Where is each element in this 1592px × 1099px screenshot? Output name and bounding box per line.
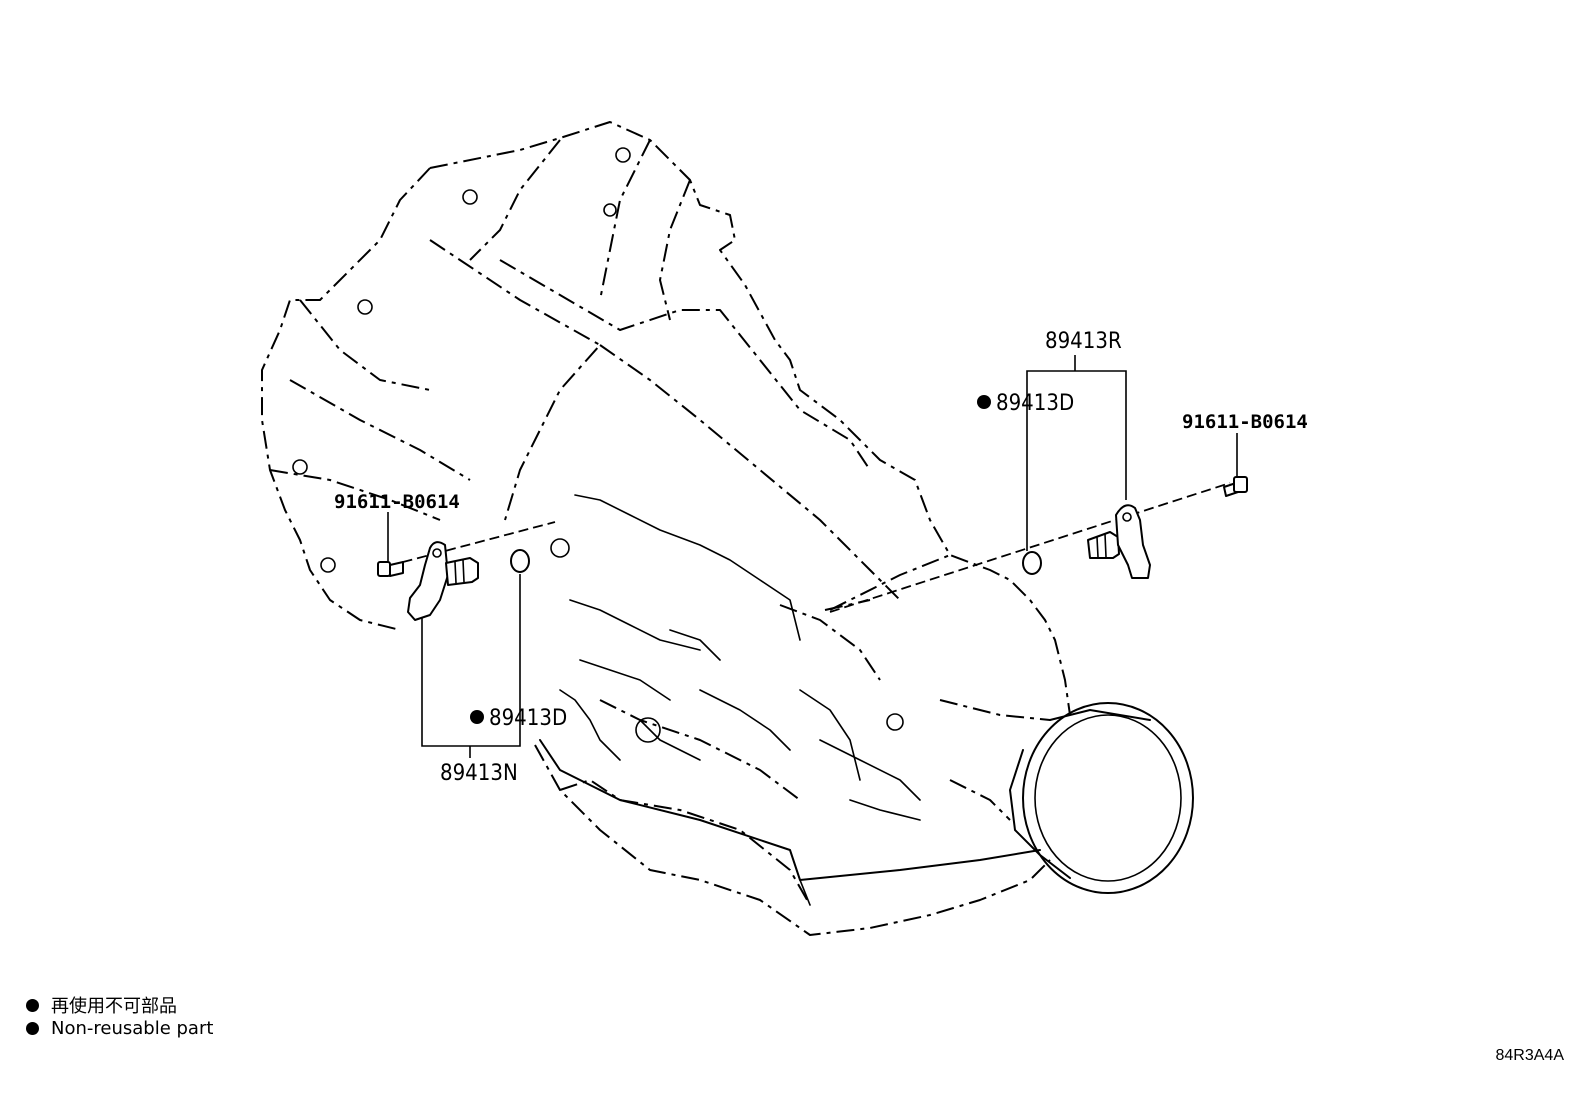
assembly-line-left	[387, 521, 556, 567]
transmission-housing	[261, 121, 1071, 936]
label-89413N: 89413N	[440, 761, 518, 786]
label-89413D-left: 89413D	[489, 706, 567, 731]
label-89413D-right: 89413D	[996, 391, 1074, 416]
leader-bracket-left	[421, 574, 521, 747]
bolt-right-icon	[1223, 476, 1248, 497]
label-91611-B0614-right: 91611-B0614	[1182, 411, 1308, 433]
speed-sensor-left-icon	[407, 541, 479, 621]
label-91611-B0614-left: 91611-B0614	[334, 491, 460, 513]
output-housing	[824, 554, 1194, 894]
bolt-left-icon	[377, 561, 404, 577]
legend-item-en: Non-reusable part	[26, 1018, 213, 1039]
non-reusable-dot-right	[977, 395, 991, 409]
speed-sensor-right-icon	[1087, 504, 1151, 579]
diagram-code: 84R3A4A	[1495, 1047, 1565, 1064]
label-89413R: 89413R	[1045, 329, 1122, 354]
legend-item-jp: 再使用不可部品	[26, 992, 177, 1018]
bullet-icon	[26, 1022, 39, 1035]
assembly-line-right	[829, 482, 1231, 613]
legend-text-en: Non-reusable part	[51, 1018, 214, 1039]
legend-text-jp: 再使用不可部品	[51, 996, 177, 1017]
non-reusable-dot-left	[470, 710, 484, 724]
bullet-icon	[26, 998, 39, 1012]
o-ring-left-icon	[510, 549, 530, 573]
o-ring-right-icon	[1022, 551, 1042, 575]
leader-bracket-right	[1026, 370, 1127, 551]
